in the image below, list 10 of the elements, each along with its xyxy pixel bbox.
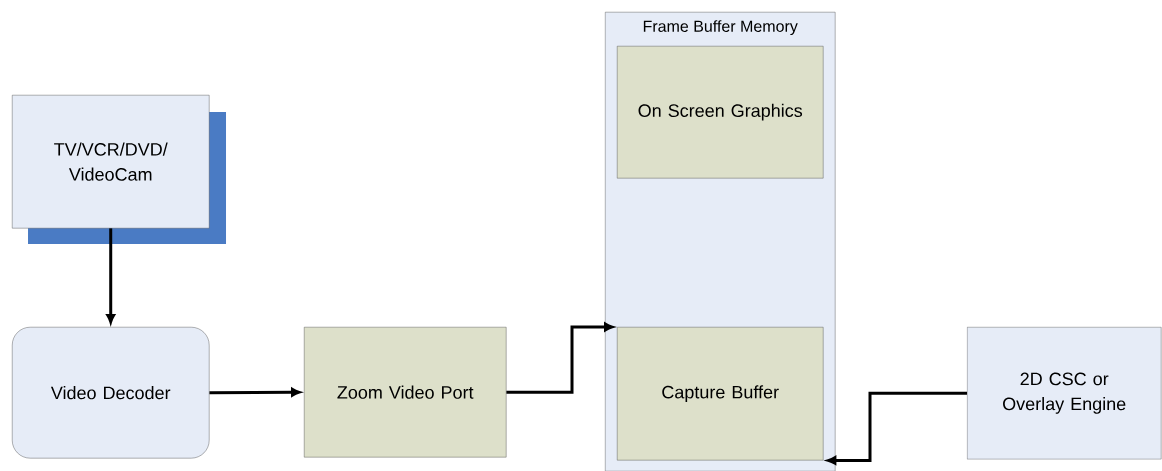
engine-box: 2D CSC or Overlay Engine (967, 327, 1162, 460)
arrow (826, 391, 967, 465)
arrow (209, 387, 301, 397)
arrow (106, 228, 116, 324)
buffer-box: Capture Buffer (617, 327, 824, 461)
process-box: Zoom Video Port (304, 327, 507, 458)
decoder-box: Video Decoder (12, 327, 210, 459)
buffer-box: On Screen Graphics (617, 46, 824, 179)
arrow (506, 322, 614, 394)
source-box: TV/VCR/DVD/ VideoCam (12, 95, 210, 229)
